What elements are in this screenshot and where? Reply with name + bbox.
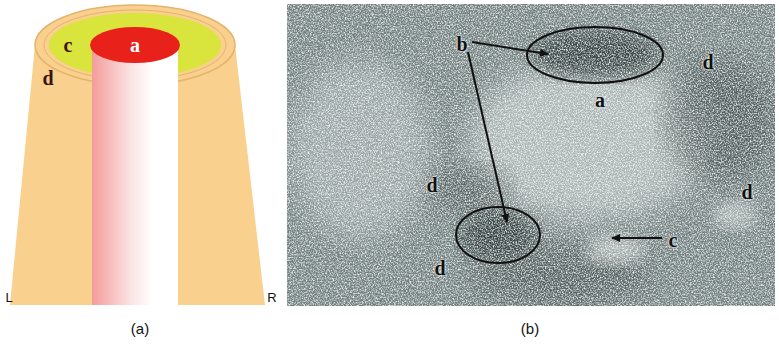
part-letter: a (595, 90, 605, 110)
part-letter: a (130, 35, 140, 55)
panel-caption: (a) (131, 321, 149, 336)
cone-schematic (10, 5, 265, 305)
part-letter: d (42, 68, 53, 88)
part-letter: b (456, 34, 467, 54)
part-letter: d (426, 175, 437, 195)
part-letter: d (434, 258, 445, 278)
part-letter: c (64, 35, 73, 55)
side-letter: R (267, 291, 276, 304)
part-letter: c (669, 230, 678, 250)
ultrasound-image (287, 4, 775, 306)
panel-caption: (b) (521, 321, 539, 336)
side-letter: L (5, 291, 12, 304)
part-letter: d (741, 182, 752, 202)
part-letter: d (702, 52, 713, 72)
